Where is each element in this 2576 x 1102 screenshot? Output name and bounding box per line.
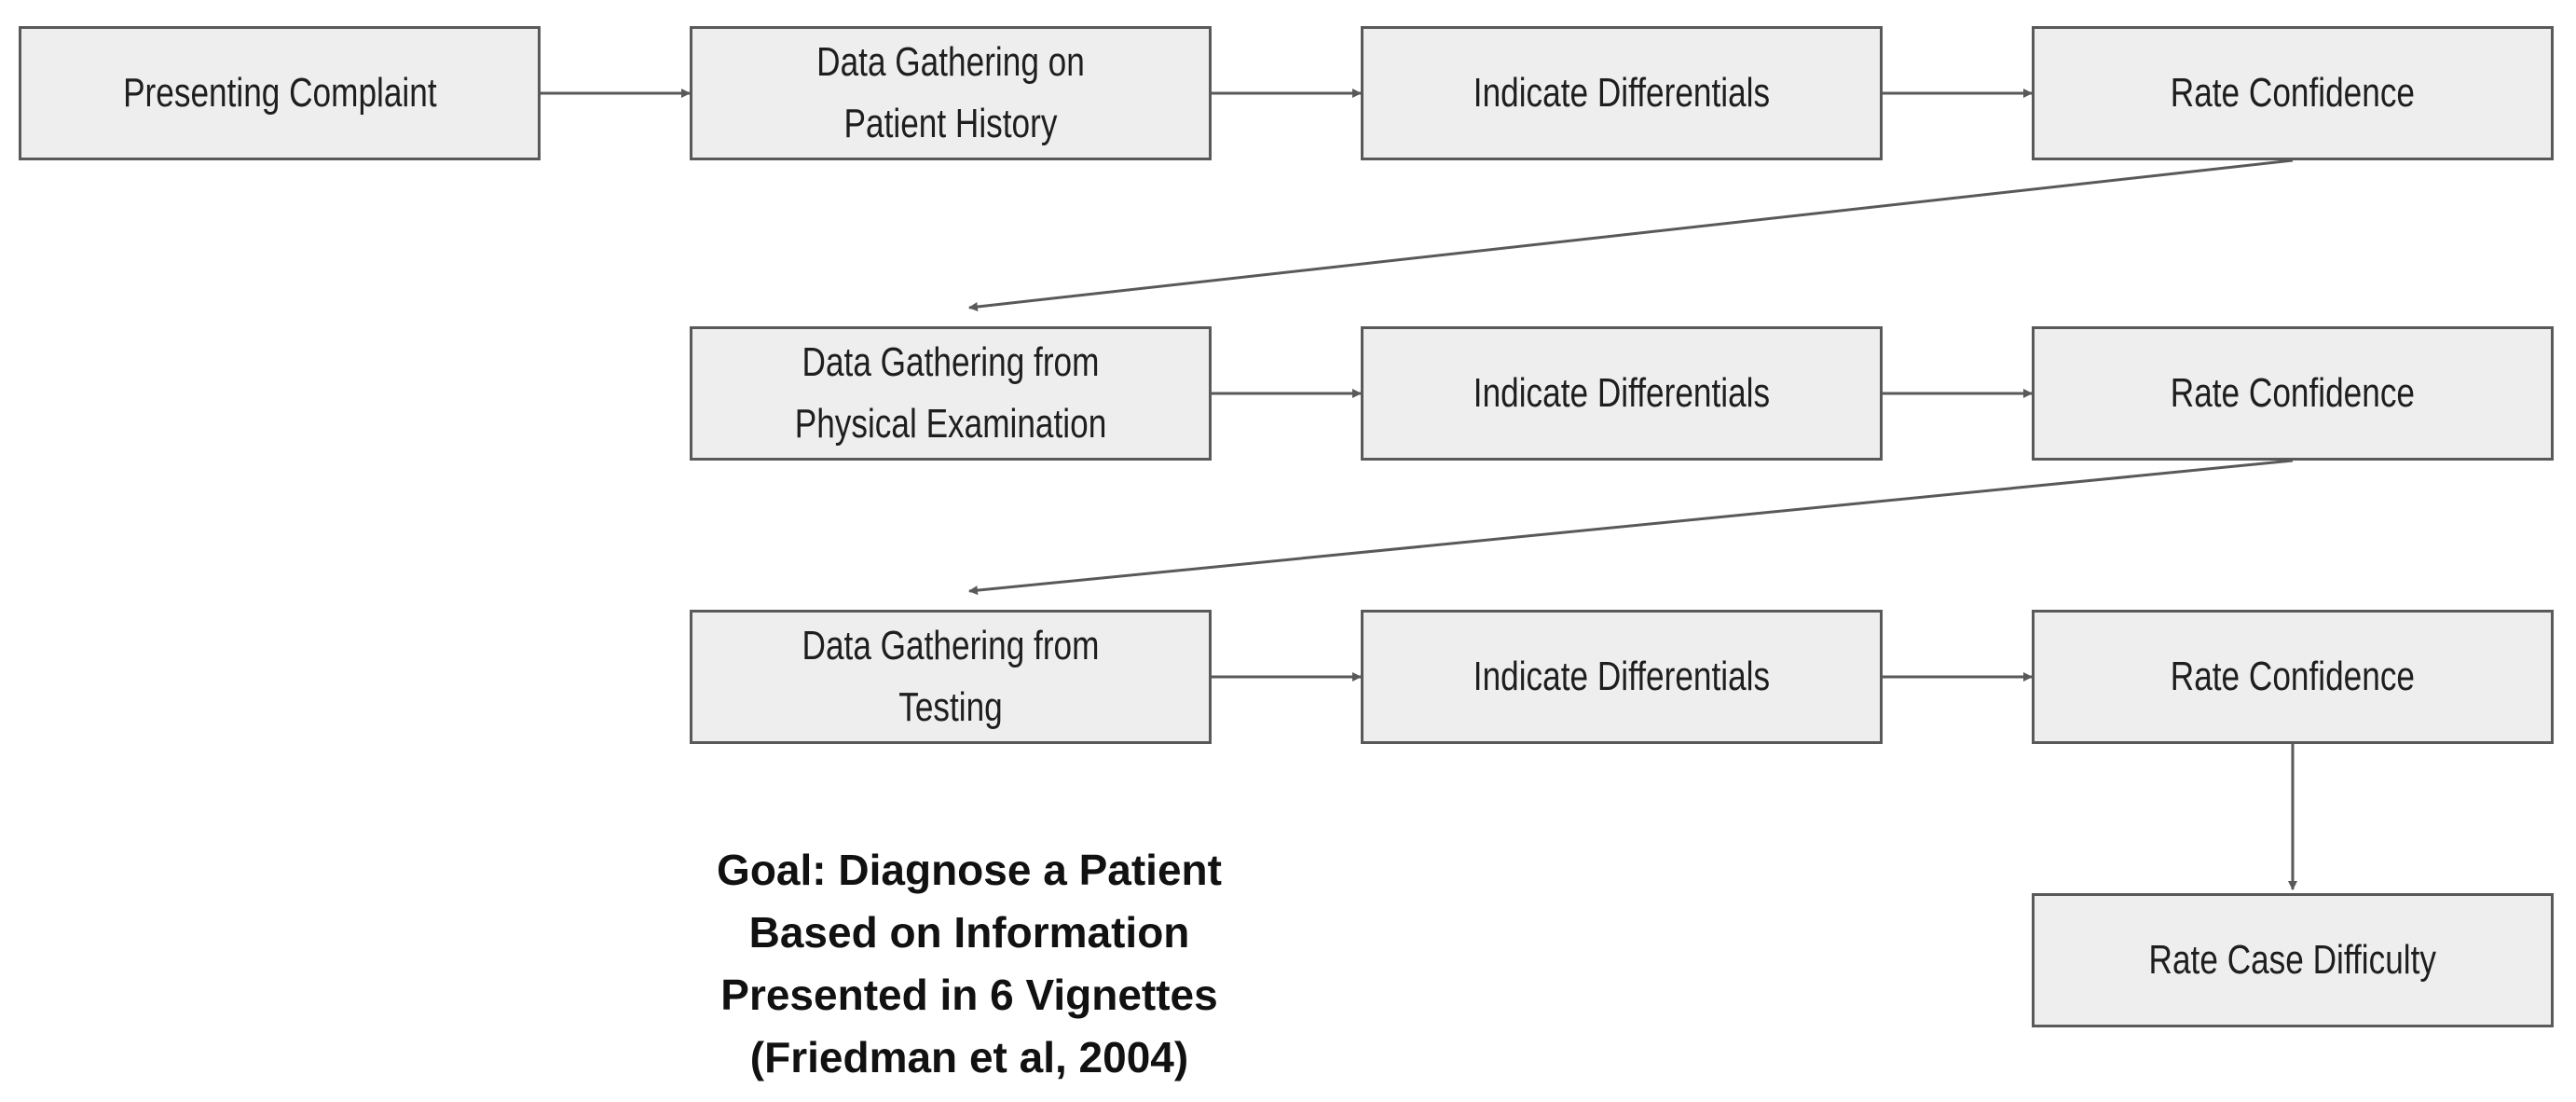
step-rate-confidence-2-label: Rate Confidence: [2170, 370, 2416, 416]
step-rate-case-difficulty-label: Rate Case Difficulty: [2148, 937, 2437, 983]
step-presenting-complaint-label: Presenting Complaint: [122, 70, 437, 116]
step-rate-case-difficulty: Rate Case Difficulty: [2032, 893, 2554, 1027]
step-presenting-complaint: Presenting Complaint: [19, 26, 541, 160]
step-rate-confidence-3: Rate Confidence: [2032, 610, 2554, 744]
goal-line-2: Based on Information: [748, 908, 1190, 957]
step-indicate-differentials-1: Indicate Differentials: [1361, 26, 1883, 160]
step-indicate-differentials-3: Indicate Differentials: [1361, 610, 1883, 744]
step-indicate-differentials-1-label: Indicate Differentials: [1473, 70, 1771, 116]
step-indicate-differentials-2-label: Indicate Differentials: [1473, 370, 1771, 416]
step-rate-confidence-3-label: Rate Confidence: [2170, 654, 2416, 699]
arrow-confidence-1-to-physical-exam: [968, 158, 2294, 311]
goal-line-4: (Friedman et al, 2004): [749, 1033, 1189, 1081]
step-data-gathering-history-label: Data Gathering on Patient History: [816, 39, 1085, 146]
arrow-confidence-2-to-testing: [968, 459, 2294, 596]
step-rate-confidence-1: Rate Confidence: [2032, 26, 2554, 160]
goal-statement: Goal: Diagnose a Patient Based on Inform…: [690, 839, 1249, 1089]
step-data-gathering-testing-label: Data Gathering from Testing: [802, 623, 1100, 730]
step-rate-confidence-1-label: Rate Confidence: [2170, 70, 2416, 116]
step-data-gathering-physical-exam: Data Gathering from Physical Examination: [690, 326, 1212, 461]
goal-line-1: Goal: Diagnose a Patient: [717, 846, 1222, 894]
step-indicate-differentials-2: Indicate Differentials: [1361, 326, 1883, 461]
step-data-gathering-testing: Data Gathering from Testing: [690, 610, 1212, 744]
step-rate-confidence-2: Rate Confidence: [2032, 326, 2554, 461]
step-data-gathering-physical-exam-label: Data Gathering from Physical Examination: [794, 339, 1107, 447]
step-data-gathering-history: Data Gathering on Patient History: [690, 26, 1212, 160]
step-indicate-differentials-3-label: Indicate Differentials: [1473, 654, 1771, 699]
goal-line-3: Presented in 6 Vignettes: [720, 971, 1218, 1019]
